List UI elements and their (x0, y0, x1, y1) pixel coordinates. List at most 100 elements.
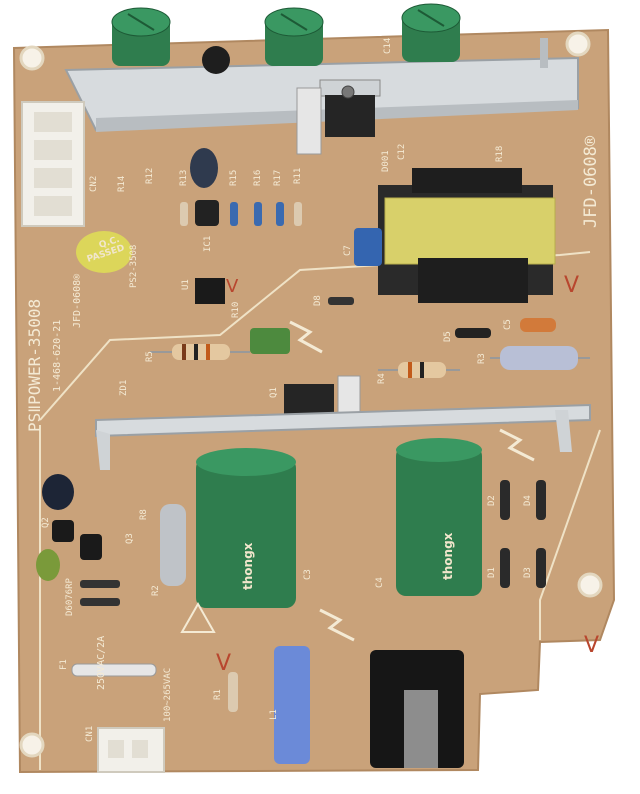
label-r18: R18 (495, 146, 505, 162)
mount-hole (565, 31, 591, 57)
small-capacitor-left (42, 474, 74, 510)
resistor-r5 (150, 344, 250, 360)
cn2-connector (21, 101, 85, 227)
capacitor-c4 (396, 438, 482, 596)
warning-v-mark: V (584, 633, 599, 658)
fuse-rating-label: 250VAC/2A (96, 636, 107, 690)
middle-heatsink-lip (555, 410, 572, 452)
label-q3: Q3 (125, 533, 135, 544)
label-c4: C4 (375, 577, 385, 588)
diode-d2 (500, 480, 510, 520)
u1-optocoupler (195, 278, 225, 304)
warning-v-mark: V (216, 651, 231, 676)
middle-heatsink-lip (96, 430, 110, 470)
resistor-r3 (490, 346, 590, 370)
model-left-label: PSⅡPOWER-35008 (25, 299, 44, 432)
model-right-label: JFD-0608® (581, 135, 601, 228)
diode-d5 (455, 328, 491, 338)
clamp (296, 87, 322, 155)
label-c7: C7 (343, 245, 353, 256)
isolation-line (39, 251, 591, 421)
cn1-connector (97, 727, 165, 773)
label-c3: C3 (303, 569, 313, 580)
label-r12: R12 (145, 168, 155, 184)
input-voltage-label: 100~265VAC (163, 668, 173, 722)
warning-triangle (180, 601, 216, 633)
capacitor-c7 (354, 228, 382, 266)
label-c14: C14 (383, 38, 393, 54)
label-r8: R8 (139, 509, 149, 520)
lightning-mark (319, 608, 355, 642)
cap-brand-label: thongx (441, 532, 455, 580)
part-code-label: 1-468-620-21 (52, 320, 63, 392)
label-r3: R3 (477, 353, 487, 364)
label-c5: C5 (503, 319, 513, 330)
small-capacitor (190, 148, 218, 188)
label-c12: C12 (397, 144, 407, 160)
isolation-line-lower (39, 425, 601, 770)
regulator-body (325, 95, 375, 137)
diode-bridge (80, 598, 120, 606)
ps-code-label: PS2-3508 (129, 245, 139, 288)
qc-sticker (76, 231, 132, 273)
label-r16: R16 (253, 170, 263, 186)
label-u1: U1 (181, 279, 191, 290)
top-heatsink-post (540, 38, 548, 68)
lightning-mark (289, 320, 323, 354)
lightning-mark (499, 428, 535, 462)
top-capacitor (111, 7, 171, 66)
label-r4: R4 (377, 373, 387, 384)
label-d5: D5 (443, 331, 453, 342)
capacitor-c5 (520, 318, 556, 332)
label-f1: F1 (59, 659, 69, 670)
label-l1: L1 (269, 709, 279, 720)
label-d1: D1 (487, 567, 497, 578)
label-r17: R17 (273, 170, 283, 186)
label-r5: R5 (145, 351, 155, 362)
top-capacitor (264, 7, 324, 66)
label-ic1: IC1 (203, 236, 213, 252)
diode-d4 (536, 480, 546, 520)
mount-hole (577, 572, 603, 598)
label-d4: D4 (523, 495, 533, 506)
middle-heatsink (95, 403, 591, 438)
label-r13: R13 (179, 170, 189, 186)
capacitor-c1 (274, 646, 310, 764)
ic1-chip (195, 200, 219, 226)
y-capacitor (36, 549, 60, 581)
label-r1: R1 (213, 689, 223, 700)
resistor-row (180, 202, 302, 226)
mount-hole (19, 732, 45, 758)
label-r10: R10 (231, 302, 241, 318)
label-r14: R14 (117, 176, 127, 192)
label-r15: R15 (229, 170, 239, 186)
diode-d8 (328, 297, 354, 305)
label-d3: D3 (523, 567, 533, 578)
label-d8: D8 (313, 295, 323, 306)
warning-v-mark: V (226, 276, 239, 297)
model-small-label: JFD-0608® (72, 273, 83, 328)
label-r2: R2 (151, 585, 161, 596)
cap-brand-label: thongx (241, 542, 255, 590)
capacitor-c3 (196, 448, 296, 608)
label-zd1: ZD1 (119, 380, 129, 396)
transistor-q3 (80, 534, 102, 560)
choke-winding (404, 690, 438, 768)
transistor-q2 (52, 520, 74, 542)
label-r11: R11 (293, 168, 303, 184)
fuse-f1 (71, 663, 157, 677)
diode-d3 (536, 548, 546, 588)
label-cn1: CN1 (85, 726, 95, 742)
diode-code-label: D6076RP (65, 577, 75, 616)
label-d2: D2 (487, 495, 497, 506)
label-q1: Q1 (269, 387, 279, 398)
film-capacitor (250, 328, 290, 354)
label-d001: D001 (381, 150, 391, 172)
diode-d1 (500, 548, 510, 588)
warning-v-mark: V (564, 273, 579, 298)
label-q2: Q2 (41, 517, 51, 528)
top-capacitor (401, 3, 461, 62)
resistor-r1 (228, 672, 238, 712)
diode-bridge (80, 580, 120, 588)
